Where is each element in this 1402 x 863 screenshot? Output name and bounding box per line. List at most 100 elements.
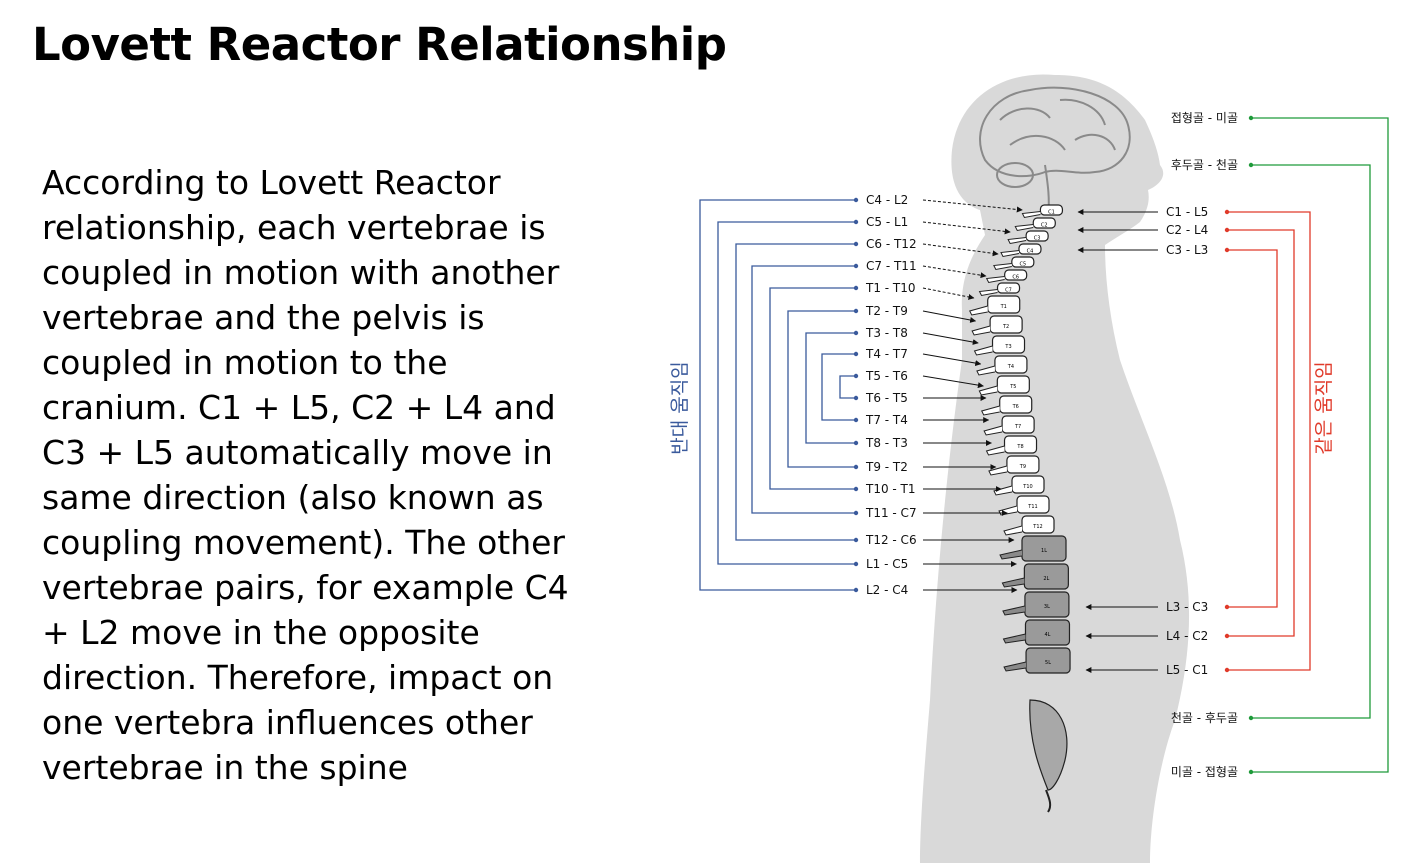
- spinous-process: [1014, 224, 1034, 232]
- vertebra-T5: [996, 375, 1030, 394]
- same-bracket: [1227, 249, 1278, 608]
- left-pair-label: L1 - C5: [866, 557, 908, 571]
- vertebra-label: 2L: [1043, 576, 1049, 582]
- vertebra-T11: [1016, 495, 1050, 514]
- pair-dot: [853, 537, 859, 543]
- left-pair-label: C4 - L2: [866, 193, 908, 207]
- vertebra-label: T5: [1009, 384, 1016, 390]
- spinous-process: [978, 289, 998, 297]
- opposite-motion-brackets: [699, 199, 856, 591]
- right-upper-pair-label: C1 - L5: [1166, 205, 1208, 219]
- opposite-bracket: [769, 287, 856, 490]
- vertebra-T7: [1001, 415, 1035, 434]
- left-pair-label: T7 - T4: [865, 413, 908, 427]
- left-pair-label: C6 - T12: [866, 237, 917, 251]
- vertebra-C3: [1025, 230, 1049, 242]
- vertebra-label: T4: [1007, 364, 1014, 370]
- spinous-process: [999, 549, 1023, 560]
- spinous-process: [973, 345, 993, 356]
- spinous-process: [983, 425, 1003, 436]
- left-pair-label: T4 - T7: [865, 347, 908, 361]
- vertebra-T6: [999, 395, 1033, 414]
- pair-dot: [853, 395, 859, 401]
- same-bracket: [1227, 211, 1311, 671]
- spinous-process: [1021, 211, 1041, 219]
- vertebra-label: T3: [1004, 344, 1011, 350]
- vertebra-label: C7: [1005, 288, 1012, 294]
- left-pair-label: T2 - T9: [865, 304, 908, 318]
- vertebra-label: T10: [1022, 484, 1032, 490]
- vertebra-label: 5L: [1045, 660, 1051, 666]
- body-silhouette: [920, 74, 1190, 863]
- same-bracket: [1227, 229, 1295, 637]
- pair-arrow: [922, 199, 1023, 213]
- left-pair-label: T11 - C7: [865, 506, 917, 520]
- left-pair-label: T3 - T8: [865, 326, 908, 340]
- pair-dot: [853, 510, 859, 516]
- vertebra-label: T1: [1000, 304, 1007, 310]
- pair-arrow: [922, 243, 999, 257]
- cranial-pair-label: 후두골 - 천골: [1171, 157, 1238, 172]
- vertebra-T8: [1003, 435, 1038, 454]
- vertebra-C1: [1039, 204, 1064, 216]
- pair-dot: [853, 464, 859, 470]
- body-paragraph: According to Lovett Reactor relationship…: [42, 163, 569, 787]
- spinous-process: [978, 385, 998, 396]
- spinous-process: [993, 485, 1013, 496]
- opposite-bracket: [699, 199, 856, 591]
- brain-illustration: [979, 86, 1131, 216]
- right-upper-pair-label: C3 - L3: [1166, 243, 1208, 257]
- opposite-bracket: [787, 310, 856, 468]
- sacrum: [1029, 699, 1068, 791]
- spinous-process: [1003, 661, 1027, 672]
- pair-dot: [853, 351, 859, 357]
- vertebra-label: T8: [1016, 444, 1023, 450]
- vertebra-C7: [996, 282, 1021, 294]
- pair-dot: [853, 440, 859, 446]
- pair-arrow: [922, 310, 977, 323]
- cranial-pair-label: 천골 - 후두골: [1171, 710, 1238, 725]
- spinous-process: [1001, 577, 1025, 588]
- left-pair-label: T10 - T1: [865, 482, 916, 496]
- opposite-bracket: [751, 265, 856, 514]
- pair-dot: [853, 587, 859, 593]
- left-pair-label: T9 - T2: [865, 460, 908, 474]
- vertebra-3L: [1024, 591, 1070, 618]
- vertebra-label: C1: [1048, 210, 1055, 216]
- right-lower-pair-label: L3 - C3: [1166, 600, 1208, 614]
- left-pair-label: T5 - T6: [865, 369, 908, 383]
- spinous-process: [976, 365, 996, 376]
- opposite-motion-label: 반대 움직임: [669, 361, 691, 454]
- pair-dot: [853, 417, 859, 423]
- spinous-process: [971, 325, 991, 336]
- vertebra-label: T7: [1014, 424, 1021, 430]
- vertebra-1L: [1021, 535, 1067, 562]
- opposite-bracket: [821, 353, 856, 421]
- vertebra-label: T12: [1032, 524, 1042, 530]
- vertebra-T12: [1021, 515, 1055, 534]
- slide-title: Lovett Reactor Relationship: [32, 18, 727, 71]
- vertebra-C4: [1018, 243, 1042, 255]
- pair-arrow: [922, 353, 982, 367]
- pair-arrow: [922, 375, 984, 389]
- spinous-process: [1000, 250, 1020, 258]
- spinous-process: [1007, 237, 1027, 245]
- vertebra-C6: [1004, 269, 1028, 281]
- pair-dot: [853, 285, 859, 291]
- pair-dot: [853, 373, 859, 379]
- opposite-bracket: [735, 243, 856, 541]
- spinous-process: [985, 445, 1005, 456]
- vertebra-T2: [989, 315, 1023, 334]
- spinous-process: [1003, 525, 1023, 536]
- vertebra-label: 3L: [1044, 604, 1050, 610]
- opposite-bracket: [805, 332, 856, 444]
- left-pair-label: L2 - C4: [866, 583, 908, 597]
- spinous-process: [985, 276, 1005, 284]
- pair-dot: [853, 330, 859, 336]
- left-pair-label: C7 - T11: [866, 259, 917, 273]
- vertebra-label: C6: [1012, 275, 1019, 281]
- pair-dot: [853, 486, 859, 492]
